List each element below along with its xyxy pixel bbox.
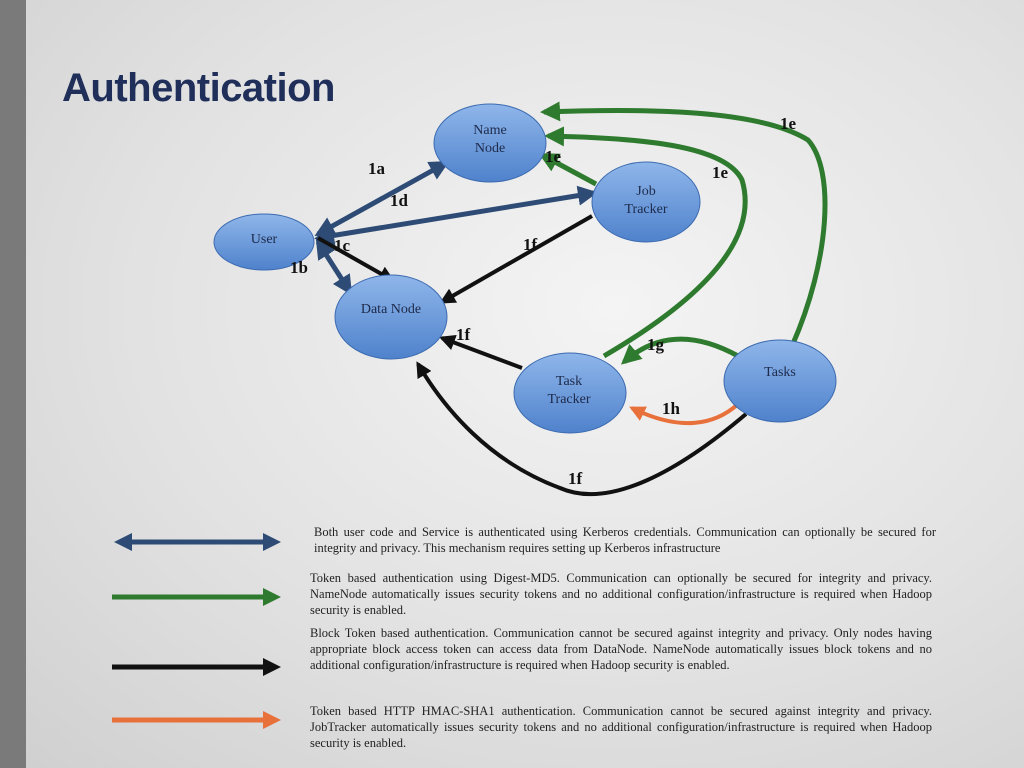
edge-label-1e-jobtracker: 1e	[545, 147, 562, 166]
edge-label-1a: 1a	[368, 159, 386, 178]
name-node-label-1: Name	[473, 123, 506, 138]
edge-label-1e-tasks: 1e	[780, 114, 797, 133]
node-tasks: Tasks	[723, 339, 837, 423]
green-arrow-icon	[112, 588, 281, 606]
legend-arrow-kerberos	[114, 533, 281, 551]
node-job-tracker: Job Tracker	[591, 161, 701, 243]
legend-arrow-token	[112, 588, 281, 606]
black-arrow-icon	[112, 658, 281, 676]
node-name-node: Name Node	[433, 103, 547, 183]
edge-jobtracker-namenode	[538, 152, 598, 187]
edge-label-1b: 1b	[290, 258, 308, 277]
edge-user-datanode-black	[317, 236, 395, 282]
job-tracker-label-2: Tracker	[624, 202, 667, 217]
name-node-label-2: Node	[475, 141, 505, 156]
edge-label-1h: 1h	[662, 399, 681, 418]
edge-label-1e-tasktracker: 1e	[712, 163, 729, 182]
task-tracker-label-2: Tracker	[547, 392, 590, 407]
legend-text-block-token: Block Token based authentication. Commun…	[310, 626, 932, 672]
edge-label-1f-tasks: 1f	[568, 469, 583, 488]
tasks-label: Tasks	[764, 365, 796, 380]
legend-text-hmac: Token based HTTP HMAC-SHA1 authenticatio…	[310, 704, 932, 750]
edge-tasktracker-datanode	[439, 335, 523, 370]
edge-label-1f-tasktracker: 1f	[456, 325, 471, 344]
edge-user-jobtracker	[314, 185, 598, 246]
edge-tasks-datanode	[416, 361, 748, 497]
edge-label-1d: 1d	[390, 191, 409, 210]
slide-title: Authentication	[62, 66, 335, 110]
edge-tasks-tasktracker-orange	[629, 402, 740, 426]
edge-label-1c: 1c	[334, 236, 351, 255]
legend-arrow-hmac	[112, 711, 281, 729]
node-task-tracker: Task Tracker	[513, 352, 627, 434]
data-node-label: Data Node	[361, 302, 421, 317]
edge-tasktracker-namenode	[544, 126, 748, 359]
edge-jobtracker-datanode	[439, 214, 593, 304]
legend-text-kerberos: Both user code and Service is authentica…	[314, 525, 936, 555]
edge-tasks-namenode	[540, 101, 828, 348]
legend-text-token: Token based authentication using Digest-…	[310, 571, 932, 617]
legend-arrow-block-token	[112, 658, 281, 676]
node-user: User	[213, 213, 315, 271]
job-tracker-label-1: Job	[636, 184, 655, 199]
user-label: User	[251, 232, 278, 247]
blue-double-arrow-icon	[114, 533, 281, 551]
edge-label-1f-jobtracker: 1f	[523, 235, 538, 254]
task-tracker-label-1: Task	[556, 374, 582, 389]
node-data-node: Data Node	[334, 274, 448, 360]
edge-label-1g: 1g	[647, 335, 665, 354]
orange-arrow-icon	[112, 711, 281, 729]
edge-user-datanode-blue	[315, 238, 353, 296]
edge-tasks-tasktracker-green	[621, 336, 740, 365]
left-accent-bar	[0, 0, 26, 768]
authentication-diagram: Name Node Job Tracker User Data Node Tas…	[213, 101, 837, 497]
